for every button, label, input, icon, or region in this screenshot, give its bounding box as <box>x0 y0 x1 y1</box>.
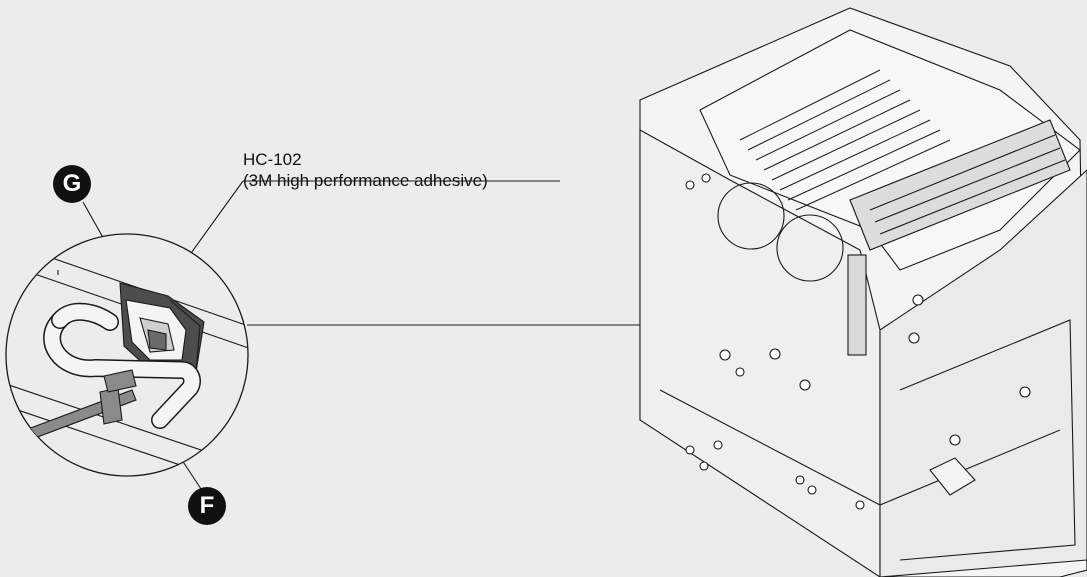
chassis-top <box>699 29 1081 271</box>
cable-tie <box>19 369 137 443</box>
inner-frame <box>899 319 1076 561</box>
marker-f-badge: F <box>188 487 226 525</box>
terminal-block <box>849 119 1071 251</box>
part-description-label: (3M high performance adhesive) <box>243 171 488 190</box>
marker-g-badge: G <box>53 165 91 203</box>
zoom-circle-2 <box>776 214 844 282</box>
vent-slots <box>739 69 951 211</box>
zoom-circle-1 <box>717 182 785 250</box>
marker-g-label: G <box>62 170 82 197</box>
cable-bundle <box>43 302 201 429</box>
marker-f-label: F <box>199 492 215 519</box>
adhesive-cable-holder <box>119 282 205 373</box>
part-code-label: HC-102 <box>243 150 302 169</box>
front-holes <box>685 173 1031 510</box>
circuit-breaker-chassis <box>639 7 1087 577</box>
bottom-bracket <box>929 457 976 496</box>
detail-view <box>5 233 249 477</box>
chassis-side-face <box>879 169 1087 577</box>
bottom-rail <box>659 389 1061 506</box>
adhesive-callout-label: HC-102 (3M high performance adhesive) <box>243 149 488 191</box>
side-connector <box>847 254 867 356</box>
